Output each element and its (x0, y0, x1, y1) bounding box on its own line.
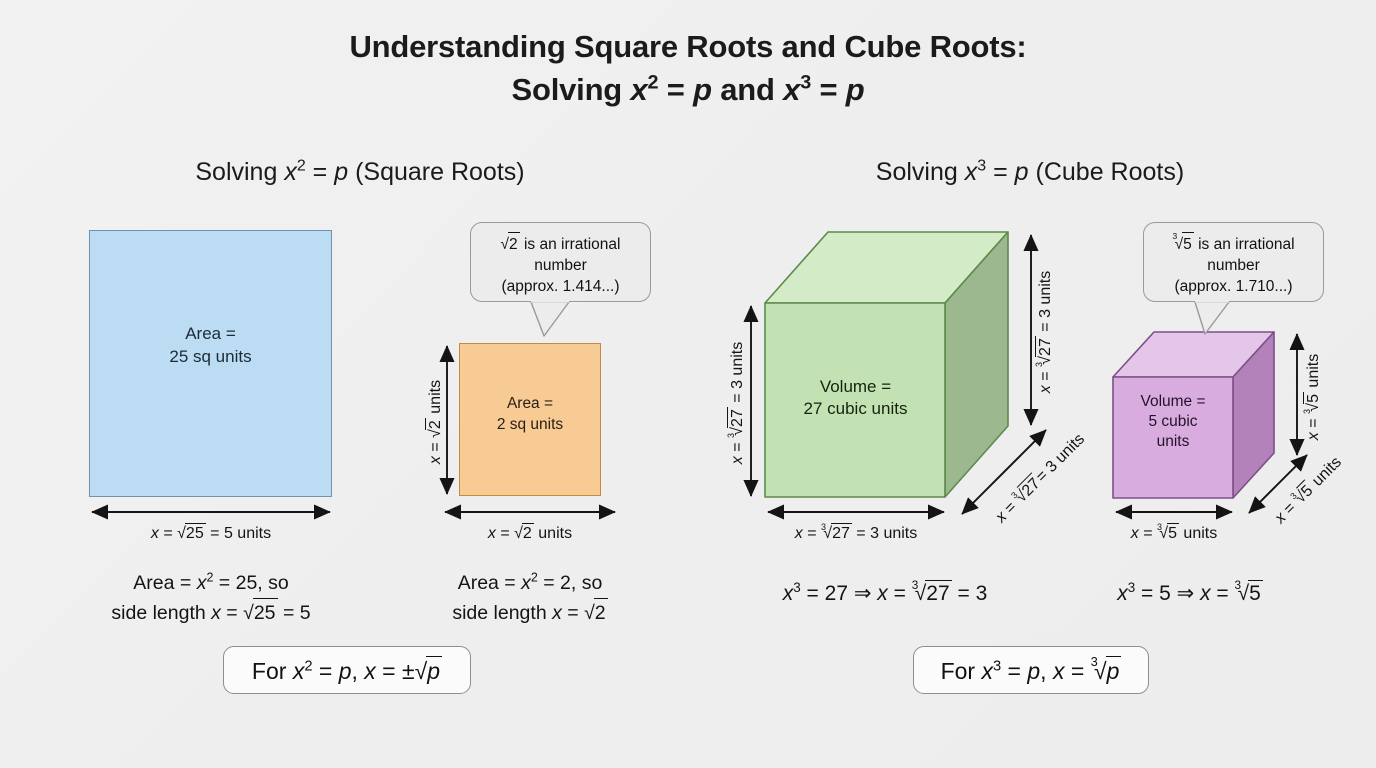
orange-square-caption: Area = x2 = 2, so side length x = √2 (410, 570, 650, 627)
title-line-1: Understanding Square Roots and Cube Root… (349, 29, 1027, 64)
callout-sqrt2-irrational: √2 is an irrational number (approx. 1.41… (470, 222, 651, 302)
purple-cube-caption: x3 = 5 ⇒ x = 3√5 (1117, 578, 1263, 605)
orange-caption-line2: side length x = √2 (410, 597, 650, 628)
purple-cube-label-line1: Volume = (1140, 393, 1206, 410)
formula-box-cube-root: For x3 = p, x = 3√p (913, 646, 1149, 694)
blue-caption-line2: side length x = √25 = 5 (89, 597, 333, 628)
blue-square-caption: Area = x2 = 25, so side length x = √25 =… (89, 570, 333, 627)
orange-square-label-line2: 2 sq units (496, 415, 564, 433)
orange-square-area-2: Area = 2 sq units (459, 343, 601, 496)
formula-square-root-text: For x2 = p, x = ±√p (251, 655, 443, 684)
purple-cube-width-arrow (1113, 504, 1235, 520)
callout-cbrt5-tail (1185, 299, 1245, 340)
green-cube-width-label: x = 3√27 = 3 units (794, 521, 918, 542)
purple-cube-depth-arrow (1243, 449, 1313, 519)
orange-square-height-arrow (439, 343, 455, 497)
callout-cbrt5-line3: (approx. 1.710...) (1174, 278, 1293, 296)
green-cube-label-line1: Volume = (819, 377, 892, 396)
callout-cbrt5-line1: 3√5 is an irrational (1154, 231, 1313, 255)
green-cube-depth-arrow (956, 424, 1052, 520)
orange-square-width-label: x = √2 units (487, 523, 573, 542)
callout-sqrt2-line2: number (534, 257, 587, 275)
orange-square-height-label: x = √2 units (425, 379, 445, 465)
orange-caption-line1: Area = x2 = 2, so (457, 570, 603, 594)
blue-square-width-arrow (89, 504, 333, 520)
blue-square-area-25: Area = 25 sq units (89, 230, 332, 497)
green-cube-height-label-right: x = 3√27 = 3 units (1033, 270, 1055, 394)
green-cube-label-line2: 27 cubic units (803, 399, 908, 419)
section-heading-square-roots: Solving x2 = p (Square Roots) (195, 157, 525, 186)
blue-caption-line1: Area = x2 = 25, so (133, 570, 289, 594)
purple-cube-label-line3: units (1156, 433, 1190, 451)
callout-cbrt5-irrational: 3√5 is an irrational number (approx. 1.7… (1143, 222, 1324, 302)
purple-cube-label: Volume = 5 cubic units (1116, 392, 1230, 452)
blue-square-width-label: x = √25 = 5 units (150, 523, 272, 542)
green-cube-volume-27: Volume = 27 cubic units (760, 226, 1020, 506)
green-cube-caption: x3 = 27 ⇒ x = 3√27 = 3 (782, 578, 988, 605)
callout-sqrt2-line1: √2 is an irrational (481, 232, 640, 255)
blue-square-label-line1: Area = (185, 324, 236, 344)
orange-square-width-arrow (442, 504, 618, 520)
orange-square-label-line1: Area = (506, 395, 554, 413)
green-cube-height-arrow-right (1023, 232, 1039, 428)
purple-cube-height-arrow-right (1289, 331, 1305, 458)
green-cube-width-arrow (765, 504, 947, 520)
callout-cbrt5-line2: number (1207, 257, 1260, 275)
title-line-2: Solving x2 = p and x3 = p (511, 71, 865, 107)
green-cube-height-label-left: x = 3√27 = 3 units (725, 341, 747, 465)
purple-cube-label-line2: 5 cubic (1148, 413, 1198, 431)
formula-box-square-root: For x2 = p, x = ±√p (223, 646, 471, 694)
callout-sqrt2-line3: (approx. 1.414...) (501, 278, 620, 296)
blue-square-label-line2: 25 sq units (169, 346, 252, 366)
formula-cube-root-text: For x3 = p, x = 3√p (940, 653, 1122, 684)
page-title: Understanding Square Roots and Cube Root… (0, 26, 1376, 112)
section-heading-cube-roots: Solving x3 = p (Cube Roots) (875, 157, 1185, 186)
green-cube-label: Volume = 27 cubic units (778, 376, 933, 420)
callout-sqrt2-tail (523, 299, 583, 340)
purple-cube-width-label: x = 3√5 units (1130, 521, 1218, 542)
green-cube-height-arrow-left (743, 303, 759, 499)
